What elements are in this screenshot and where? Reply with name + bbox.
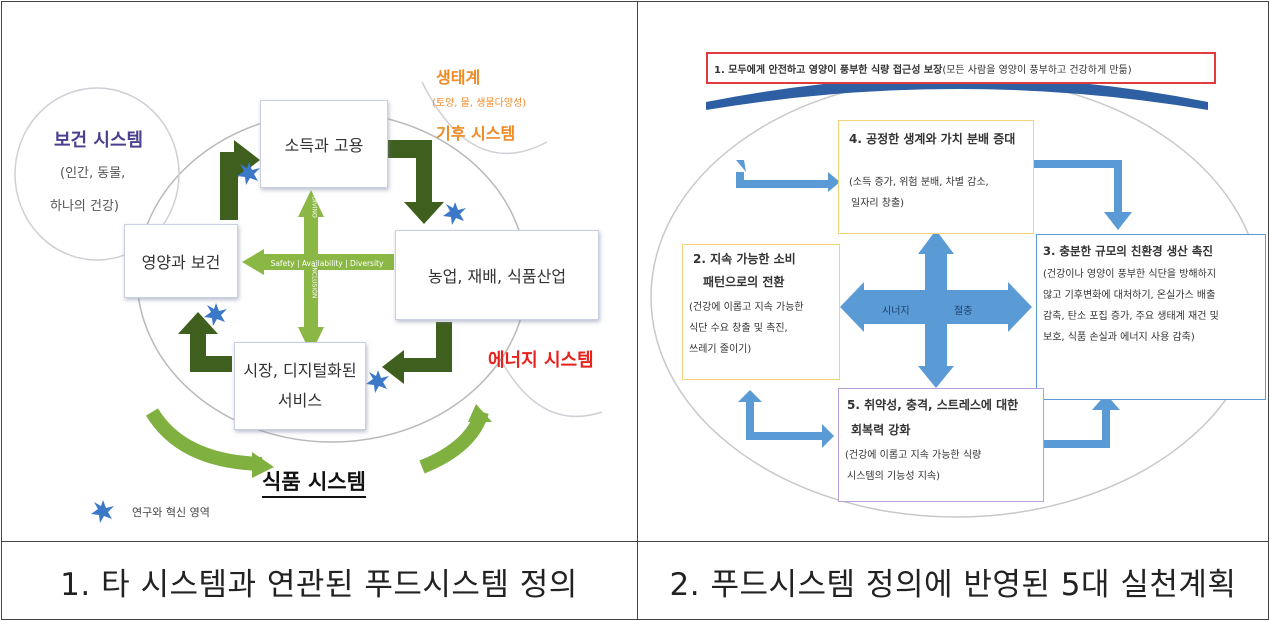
goal3-title: 3. 충분한 규모의 친환경 생산 촉진 (1043, 244, 1213, 258)
goal1-desc: (모든 사람을 영양이 풍부하고 건강하게 만듦) (942, 64, 1132, 76)
climate-system-title: 기후 시스템 (436, 124, 516, 143)
cross-vertical-bottom: INCLUSION (311, 266, 318, 299)
goal3-box: 3. 충분한 규모의 친환경 생산 촉진 (건강이나 영양이 풍부한 식단을 방… (1036, 234, 1266, 400)
goal2-title-line2: 패턴으로의 전환 (703, 275, 785, 289)
legend-label: 연구와 혁신 영역 (132, 506, 210, 519)
goal5-box: 5. 취약성, 충격, 스트레스에 대한 회복력 강화 (건강에 이롭고 지속 … (838, 388, 1044, 502)
caption-right: 2. 푸드시스템 정의에 반영된 5대 실천계획 (669, 566, 1237, 603)
caption-divider (1, 541, 1269, 542)
nutrition-health-box: 영양과 보건 (124, 224, 238, 298)
research-innovation-stars (91, 162, 466, 523)
goal5-title-line2: 회복력 강화 (851, 423, 911, 437)
nutrition-health-label: 영양과 보건 (141, 253, 221, 272)
cross-horizontal-label: Safety | Availability | Diversity (271, 259, 384, 268)
right-diagram: 1. 모두에게 안전하고 영양이 풍부한 식량 접근성 보장 (모든 사람을 영… (638, 2, 1268, 540)
elbow-arrows (736, 160, 1132, 448)
left-diagram-graphics: Safety | Availability | Diversity DIVINO… (14, 81, 603, 523)
left-diagram: Safety | Availability | Diversity DIVINO… (2, 2, 636, 540)
right-diagram-graphics (650, 76, 1262, 518)
goal3-line2: 않고 기후변화에 대처하기, 온실가스 배출 (1043, 290, 1216, 301)
market-label-line2: 서비스 (277, 391, 323, 410)
market-label-line1: 시장, 디지털화된 (243, 361, 357, 380)
agriculture-box: 농업, 재배, 식품산업 (395, 230, 599, 320)
caption-left: 1. 타 시스템과 연관된 푸드시스템 정의 (60, 566, 578, 603)
goal2-line1: (건강에 이롭고 지속 가능한 (689, 302, 804, 313)
goal2-title-line1: 2. 지속 가능한 소비 (693, 252, 796, 266)
ecosystem-title: 생태계 (436, 68, 481, 87)
goal2-line3: 쓰레기 줄이기) (689, 344, 752, 355)
goal3-line3: 감축, 탄소 포집 증가, 주요 생태계 재건 및 (1043, 311, 1219, 322)
goal1-banner: 1. 모두에게 안전하고 영양이 풍부한 식량 접근성 보장 (모든 사람을 영… (706, 52, 1216, 84)
goal5-line2: 시스템의 기능성 지속) (847, 471, 941, 482)
flow-arrows (178, 140, 452, 384)
curve-arrow-left (145, 408, 263, 471)
health-circle (14, 87, 180, 261)
banner-arc (706, 77, 1208, 110)
agriculture-label: 농업, 재배, 식품산업 (427, 267, 567, 286)
goal1-title: 1. 모두에게 안전하고 영양이 풍부한 식량 접근성 보장 (714, 64, 943, 76)
center-cross (242, 190, 394, 354)
market-box: 시장, 디지털화된 서비스 (234, 342, 366, 430)
cross-vertical-top: DIVINO (311, 196, 318, 218)
health-system-line2: 하나의 건강) (50, 199, 120, 214)
goal3-line1: (건강이나 영양이 풍부한 식단을 방해하지 (1043, 269, 1217, 280)
goal2-line2: 식단 수요 창출 및 촉진, (689, 323, 788, 334)
health-system-title: 보건 시스템 (54, 130, 144, 151)
food-system-title: 식품 시스템 (262, 466, 366, 498)
goal4-box: 4. 공정한 생계와 가치 분배 증대 (소득 증가, 위험 분배, 차별 감소… (838, 120, 1034, 234)
central-cross-arrows (840, 230, 1032, 388)
goal2-box: 2. 지속 가능한 소비 패턴으로의 전환 (건강에 이롭고 지속 가능한 식단… (682, 244, 840, 380)
ecosystem-sub: (토양, 물, 생물다양성) (432, 98, 527, 109)
income-employment-label: 소득과 고용 (284, 136, 364, 155)
goal4-line2: 일자리 창출) (851, 198, 905, 209)
energy-system-title: 에너지 시스템 (488, 350, 594, 371)
goal5-line1: (건강에 이롭고 지속 가능한 식량 (845, 450, 982, 461)
panel-divider (637, 1, 638, 620)
synergy-label: 시너지 (882, 306, 910, 317)
income-employment-box: 소득과 고용 (260, 100, 388, 188)
goal4-line1: (소득 증가, 위험 분배, 차별 감소, (849, 177, 989, 188)
goal4-title: 4. 공정한 생계와 가치 분배 증대 (849, 132, 1016, 146)
health-system-line1: (인간, 동물, (60, 166, 126, 181)
tradeoff-label: 절충 (954, 306, 973, 317)
goal5-title-line1: 5. 취약성, 충격, 스트레스에 대한 (847, 398, 1019, 412)
goal3-line4: 보호, 식품 손실과 에너지 사용 감축) (1043, 332, 1195, 343)
